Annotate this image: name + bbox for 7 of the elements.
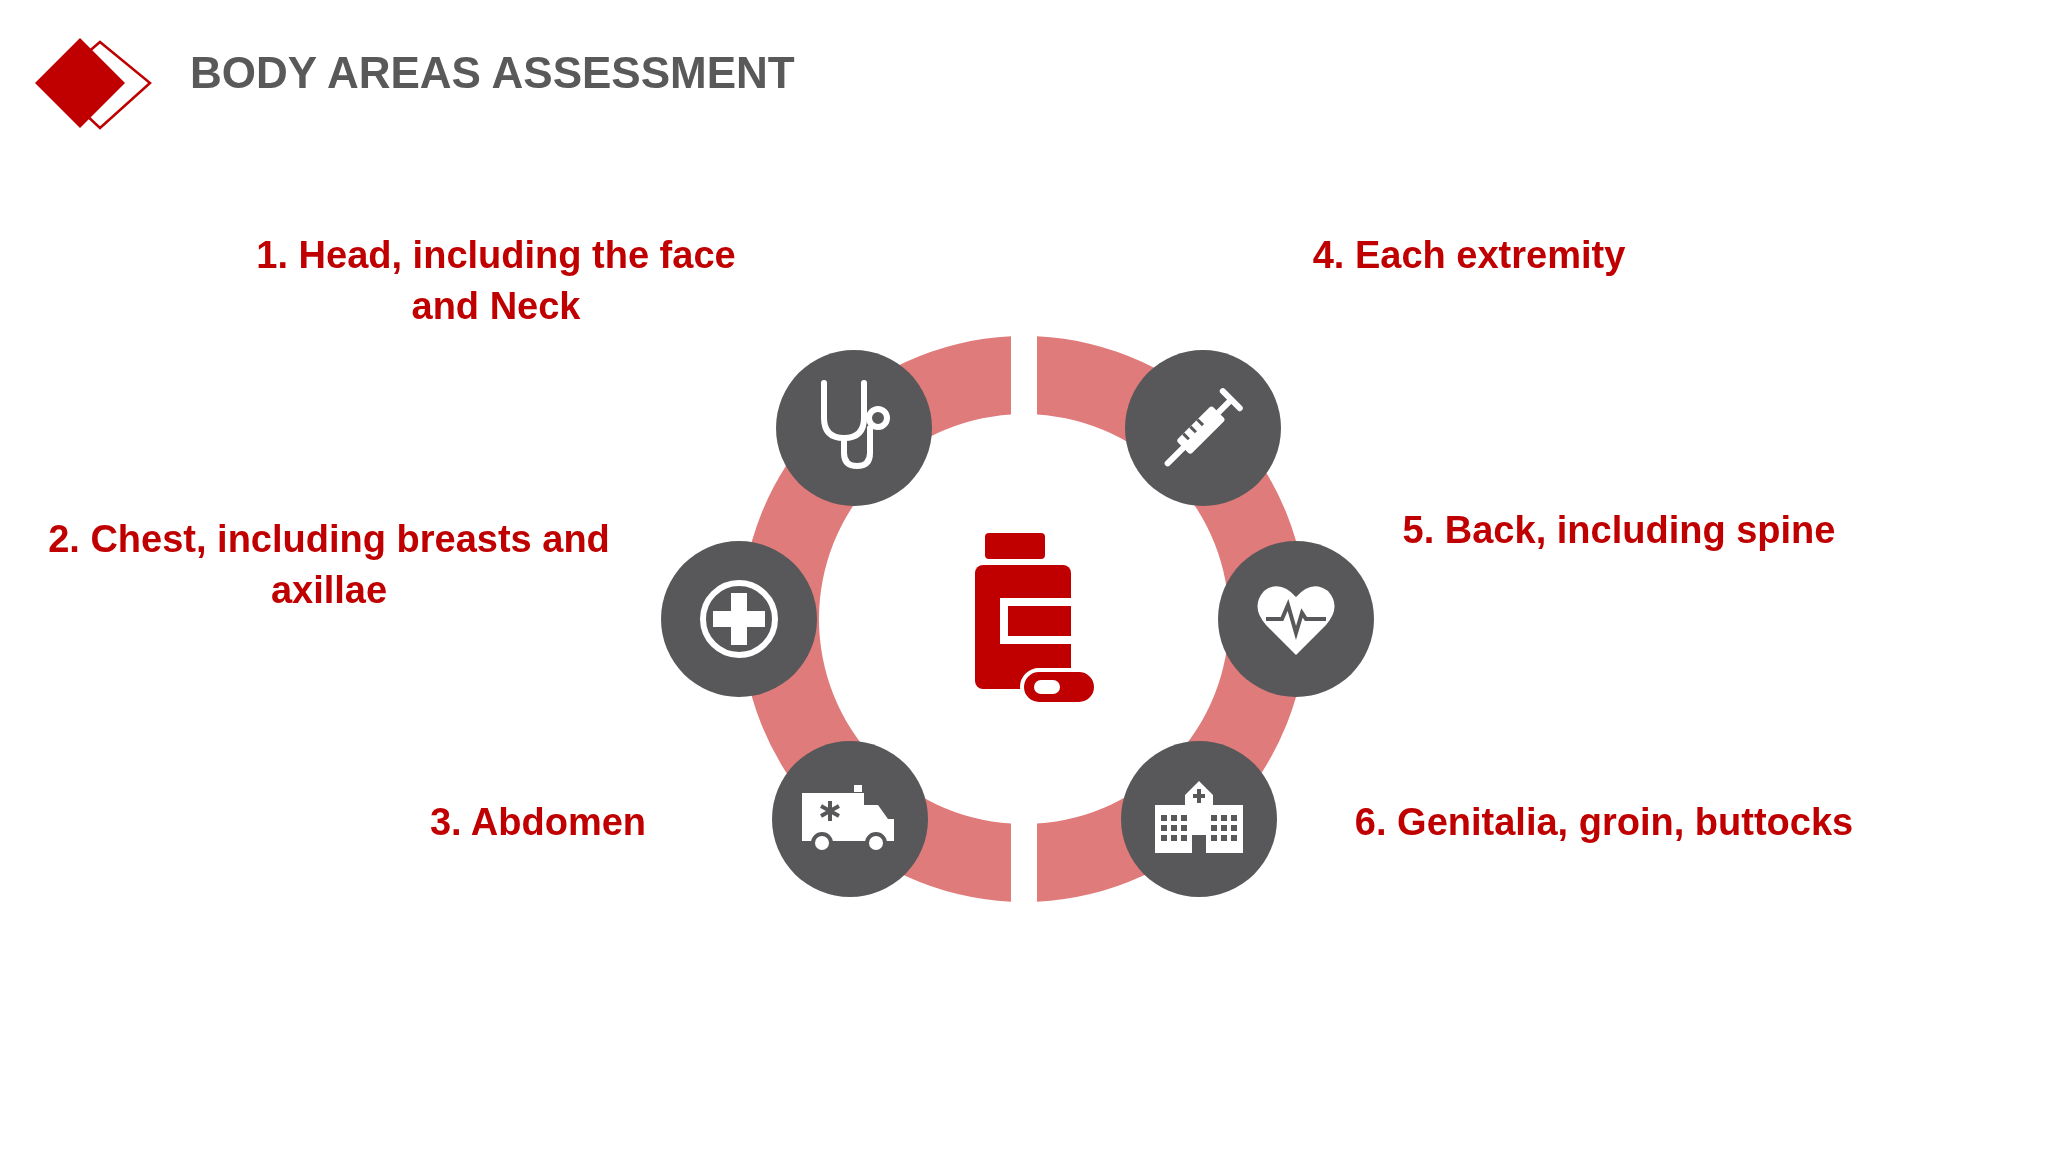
body-area-label: 5. Back, including spine	[1401, 508, 1837, 553]
body-area-label: 2. Chest, including breasts and axillae	[47, 517, 611, 613]
slide-title: BODY AREAS ASSESSMENT	[190, 48, 795, 98]
body-area-label: 1. Head, including the face and Neck	[255, 233, 737, 329]
body-area-label: 3. Abdomen	[428, 800, 648, 845]
body-area-label: 4. Each extremity	[1311, 233, 1627, 278]
body-area-label: 6. Genitalia, groin, buttocks	[1353, 800, 1855, 845]
